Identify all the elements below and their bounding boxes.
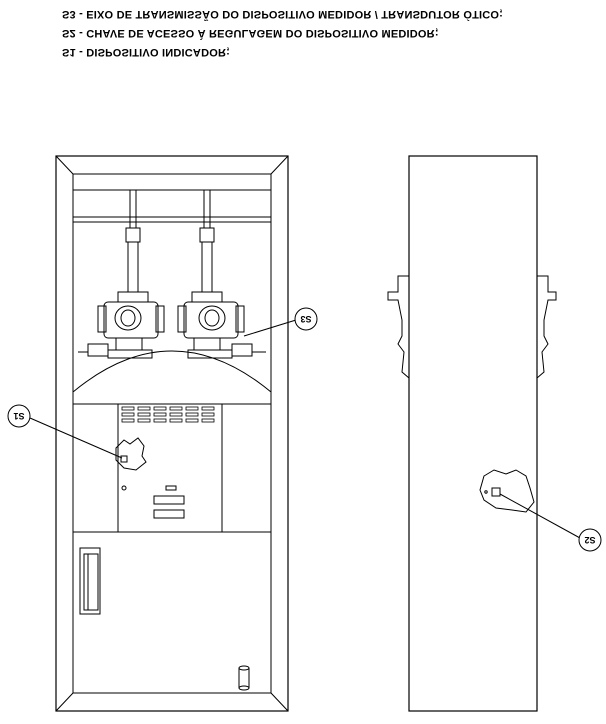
leader-s3 [243, 319, 297, 337]
callout-s3-text: S3 [300, 314, 311, 324]
meter-right [177, 227, 266, 359]
dome-arch [72, 350, 272, 393]
meter-left [78, 227, 165, 359]
callout-s1-text: S1 [13, 411, 24, 421]
cylinder [238, 665, 250, 691]
leader-s2 [499, 493, 581, 539]
callout-s2-text: S2 [584, 535, 595, 545]
callout-s2: S2 [578, 528, 602, 552]
callout-s1: S1 [7, 404, 31, 428]
leader-s1 [29, 417, 123, 459]
callout-s3: S3 [294, 307, 318, 331]
front-cabinet [55, 155, 289, 712]
side-panel [79, 547, 101, 615]
vent-panel [115, 403, 223, 533]
side-cabinet [387, 155, 557, 712]
